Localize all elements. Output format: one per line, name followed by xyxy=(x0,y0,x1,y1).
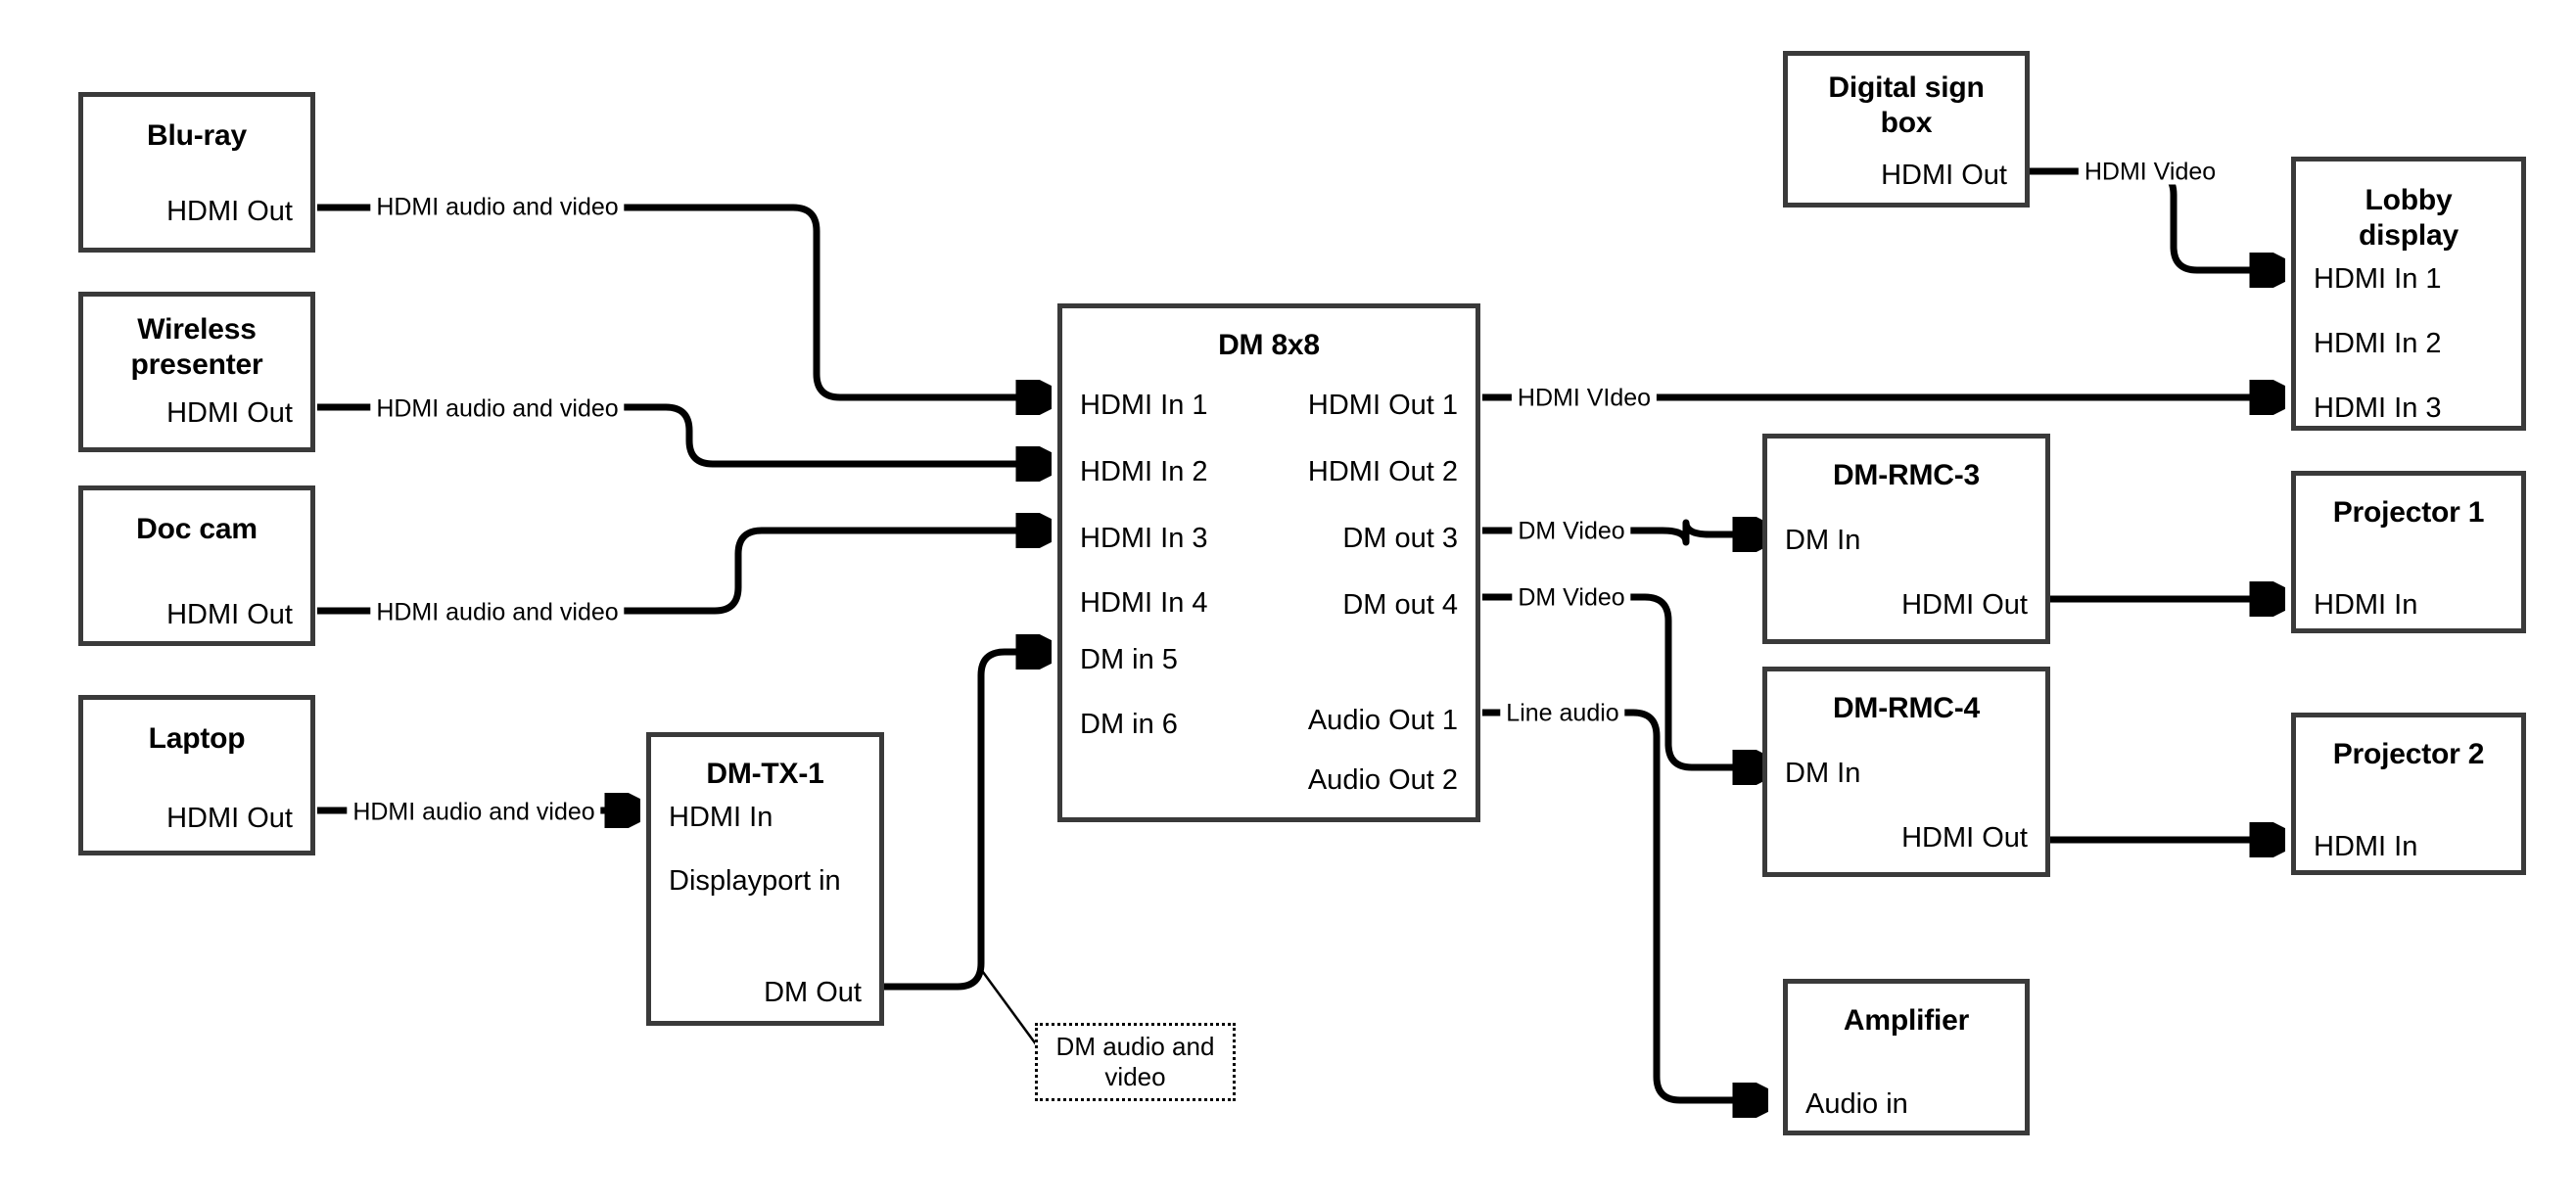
port-dmtx1-dm-out: DM Out xyxy=(764,977,862,1008)
device-box-dm-rmc-3[interactable]: DM-RMC-3 DM In HDMI Out xyxy=(1762,434,2050,644)
device-box-laptop[interactable]: Laptop HDMI Out xyxy=(78,695,315,855)
port-dm8x8-hdmi-in-4: HDMI In 4 xyxy=(1080,587,1208,619)
device-box-doc-cam[interactable]: Doc cam HDMI Out xyxy=(78,485,315,646)
wire-bluray-to-dm8x8 xyxy=(317,204,1046,397)
edge-label-sign-to-lobby: HDMI Video xyxy=(2078,160,2223,185)
port-dmtx1-displayport-in: Displayport in xyxy=(669,865,841,897)
wire-dm8x8-out4-to-rmc4 xyxy=(1482,593,1762,767)
device-title-lobby-display-line1: Lobby xyxy=(2365,184,2453,216)
device-box-dm-tx-1[interactable]: DM-TX-1 HDMI In Displayport in DM Out xyxy=(646,732,884,1026)
edge-label-wireless-to-dm: HDMI audio and video xyxy=(370,396,625,422)
device-title-amplifier: Amplifier xyxy=(1843,1004,1970,1037)
device-box-digital-sign-box[interactable]: Digital sign box HDMI Out xyxy=(1783,51,2030,208)
edge-label-bluray-to-dm: HDMI audio and video xyxy=(370,195,625,220)
edge-label-laptop-to-tx: HDMI audio and video xyxy=(347,800,601,825)
port-dmrmc3-hdmi-out: HDMI Out xyxy=(1901,589,2028,621)
device-title-digital-sign-box-line2: box xyxy=(1880,107,1933,139)
device-title-dm-8x8: DM 8x8 xyxy=(1218,329,1320,361)
device-box-projector-1[interactable]: Projector 1 HDMI In xyxy=(2291,471,2526,633)
device-title-digital-sign-box-line1: Digital sign xyxy=(1828,71,1985,104)
device-title-wireless-presenter-line1: Wireless xyxy=(137,313,257,346)
device-title-doc-cam: Doc cam xyxy=(136,513,258,545)
port-bluray-hdmi-out: HDMI Out xyxy=(166,196,293,227)
device-title-dm-rmc-3: DM-RMC-3 xyxy=(1832,459,1981,491)
wire-callout-leader xyxy=(978,967,1044,1053)
port-projector1-hdmi-in: HDMI In xyxy=(2314,589,2418,621)
edge-label-dm-out4-to-rmc4: DM Video xyxy=(1512,585,1631,611)
port-lobby-hdmi-in-1: HDMI In 1 xyxy=(2314,263,2442,295)
device-title-projector-2: Projector 2 xyxy=(2332,738,2485,770)
port-dm8x8-hdmi-in-3: HDMI In 3 xyxy=(1080,523,1208,554)
port-projector2-hdmi-in: HDMI In xyxy=(2314,831,2418,862)
port-lobby-hdmi-in-2: HDMI In 2 xyxy=(2314,328,2442,359)
port-wireless-hdmi-out: HDMI Out xyxy=(166,397,293,429)
port-dmrmc4-hdmi-out: HDMI Out xyxy=(1901,822,2028,854)
device-title-lobby-display-line2: display xyxy=(2359,219,2459,252)
device-title-wireless-presenter-line2: presenter xyxy=(130,348,263,381)
device-title-projector-1: Projector 1 xyxy=(2332,496,2485,529)
port-laptop-hdmi-out: HDMI Out xyxy=(166,803,293,834)
port-dm8x8-hdmi-out-2: HDMI Out 2 xyxy=(1307,456,1458,487)
device-box-lobby-display[interactable]: Lobby display HDMI In 1 HDMI In 2 HDMI I… xyxy=(2291,157,2526,431)
port-digital-sign-hdmi-out: HDMI Out xyxy=(1881,160,2007,191)
edge-label-doccam-to-dm: HDMI audio and video xyxy=(370,600,625,625)
callout-dm-audio-and-video: DM audio and video xyxy=(1035,1023,1236,1101)
edge-label-dm-audio1-to-amp: Line audio xyxy=(1500,701,1625,726)
edge-label-dm-out1-to-lobby: HDMI VIdeo xyxy=(1511,386,1658,411)
device-box-dm-8x8[interactable]: DM 8x8 HDMI In 1 HDMI In 2 HDMI In 3 HDM… xyxy=(1057,303,1480,822)
port-dm8x8-dm-in-5: DM in 5 xyxy=(1080,644,1178,675)
device-box-amplifier[interactable]: Amplifier Audio in xyxy=(1783,979,2030,1135)
port-dmrmc4-dm-in: DM In xyxy=(1785,758,1861,789)
device-title-dm-tx-1: DM-TX-1 xyxy=(706,758,824,790)
port-amplifier-audio-in: Audio in xyxy=(1805,1088,1908,1120)
device-box-wireless-presenter[interactable]: Wireless presenter HDMI Out xyxy=(78,292,315,452)
port-doccam-hdmi-out: HDMI Out xyxy=(166,599,293,630)
port-dm8x8-dm-out-4: DM out 4 xyxy=(1342,589,1458,621)
device-box-projector-2[interactable]: Projector 2 HDMI In xyxy=(2291,713,2526,875)
port-dm8x8-hdmi-in-2: HDMI In 2 xyxy=(1080,456,1208,487)
port-lobby-hdmi-in-3: HDMI In 3 xyxy=(2314,393,2442,424)
port-dm8x8-hdmi-in-1: HDMI In 1 xyxy=(1080,390,1208,421)
port-dm8x8-dm-out-3: DM out 3 xyxy=(1342,523,1458,554)
device-box-dm-rmc-4[interactable]: DM-RMC-4 DM In HDMI Out xyxy=(1762,667,2050,877)
device-box-bluray[interactable]: Blu-ray HDMI Out xyxy=(78,92,315,253)
port-dmrmc3-dm-in: DM In xyxy=(1785,525,1861,556)
port-dm8x8-hdmi-out-1: HDMI Out 1 xyxy=(1307,390,1458,421)
port-dm8x8-audio-out-2: Audio Out 2 xyxy=(1307,764,1458,796)
wire-dm8x8-audio1-to-amp xyxy=(1482,709,1762,1100)
device-title-dm-rmc-4: DM-RMC-4 xyxy=(1832,692,1981,724)
wire-sign-to-lobby xyxy=(2030,167,2279,270)
port-dm8x8-audio-out-1: Audio Out 1 xyxy=(1307,705,1458,736)
device-title-bluray: Blu-ray xyxy=(147,119,247,152)
wire-dmtx1-to-dm8x8 xyxy=(884,652,1046,991)
port-dm8x8-dm-in-6: DM in 6 xyxy=(1080,709,1178,740)
device-title-laptop: Laptop xyxy=(148,722,246,755)
port-dmtx1-hdmi-in: HDMI In xyxy=(669,802,773,833)
edge-label-dm-out3-to-rmc3: DM Video xyxy=(1512,519,1631,544)
